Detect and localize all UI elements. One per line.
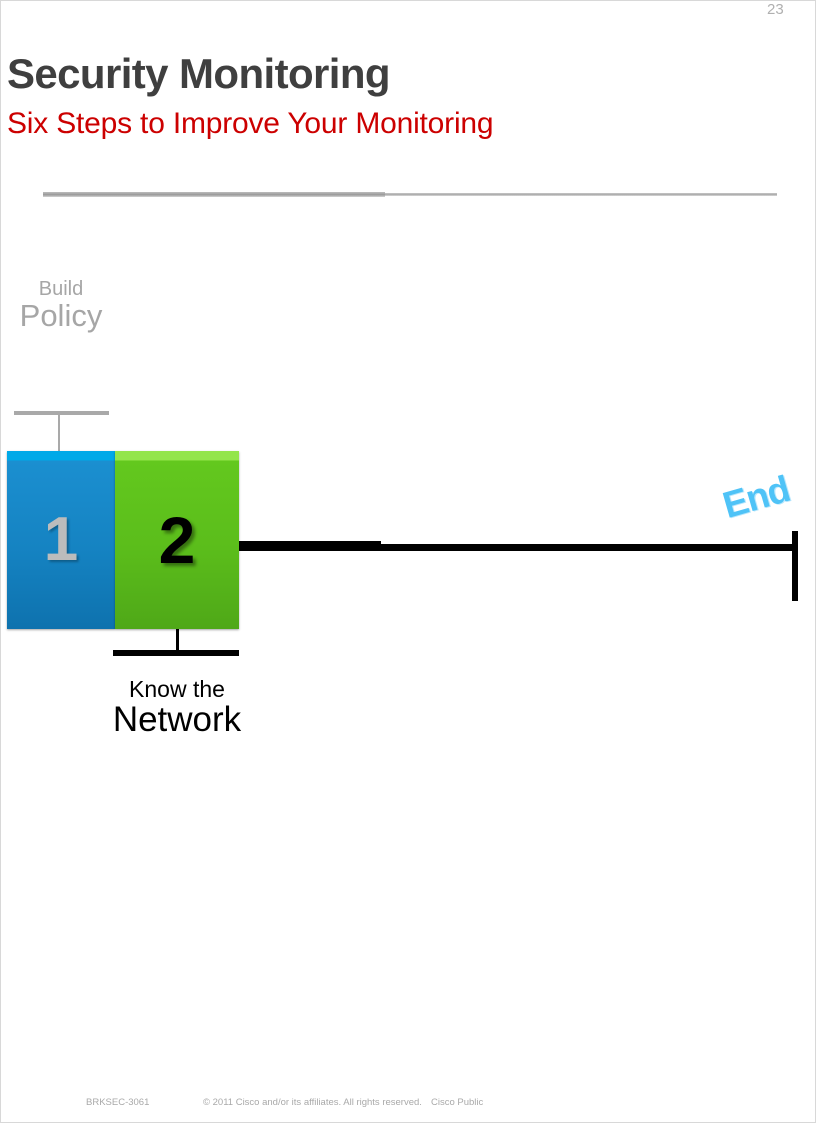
callout-build-policy-bar [14,411,109,415]
callout-know-network-small: Know the [129,676,225,702]
timeline-step-block-1[interactable]: 1 [7,451,115,629]
title-divider [43,193,777,196]
timeline-step-number-2: 2 [158,503,196,577]
page-subtitle: Six Steps to Improve Your Monitoring [7,107,494,140]
footer-confidentiality: Cisco Public [431,1097,484,1108]
callout-know-network-bar [113,650,239,656]
timeline-step-block-2[interactable]: 2 [115,451,239,629]
callout-build-policy: Build Policy [1,279,121,333]
footer-copyright: © 2011 Cisco and/or its affiliates. All … [203,1097,422,1108]
page-number: 23 [767,1,784,18]
timeline-end-label: End [718,468,794,526]
page-title: Security Monitoring [7,50,391,97]
timeline-step-number-1: 1 [43,505,79,574]
callout-know-network-large: Network [112,700,242,740]
callout-build-policy-small: Build [38,278,84,300]
callout-build-policy-stem [58,414,60,453]
callout-know-network: Know the Network [96,676,258,740]
callout-know-network-stem [176,629,179,653]
timeline-line [239,544,798,551]
callout-build-policy-large: Policy [19,298,103,333]
footer-session-id: BRKSEC-3061 [86,1097,150,1108]
slide-footer: BRKSEC-3061 © 2011 Cisco and/or its affi… [1,1095,815,1115]
title-divider-accent [43,192,385,197]
timeline-end-bar [792,531,798,601]
title-area: Security Monitoring Six Steps to Improve… [7,53,787,139]
